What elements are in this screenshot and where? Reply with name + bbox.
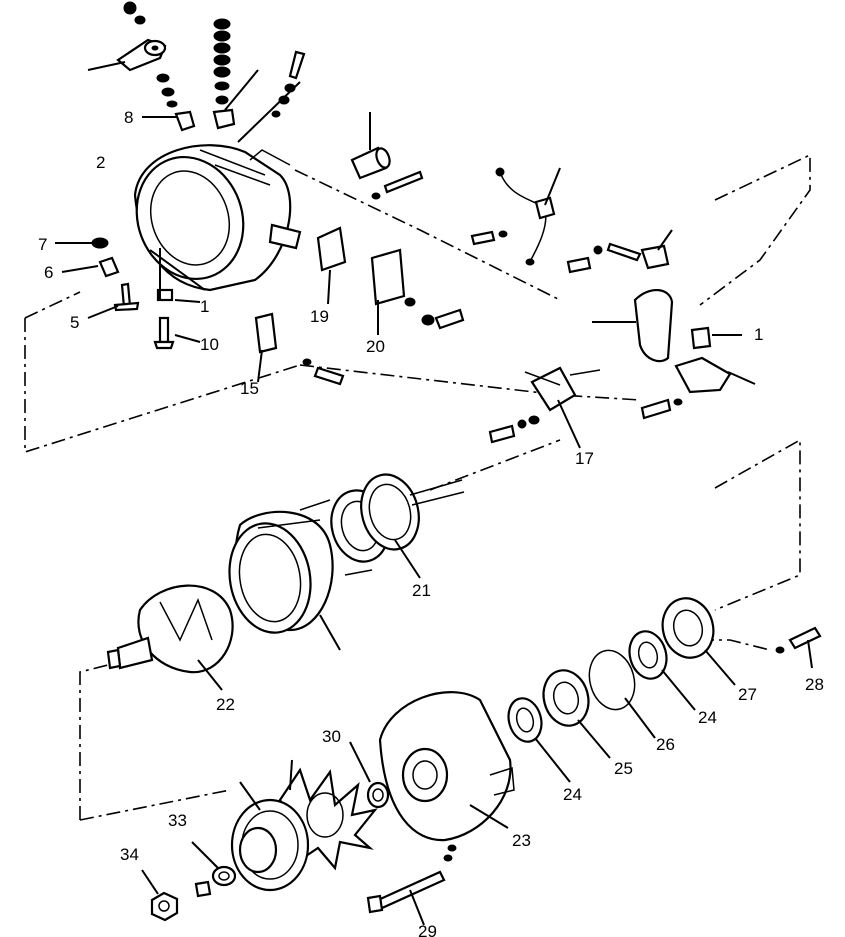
label-1: 1 [754,325,763,344]
part-28-screw [775,626,822,669]
label-2: 2 [96,153,105,172]
label-6: 6 [44,263,53,282]
label-24-lower: 24 [563,785,582,804]
label-34: 34 [120,845,139,864]
part-17-brush-holder [488,366,601,449]
label-20: 20 [366,337,385,356]
part-21-slip-ring [330,473,465,579]
rectifier-plates [592,289,756,420]
terminal-hardware-stack-2 [212,18,259,130]
label-28: 28 [805,675,824,694]
part-19-bracket [316,226,347,305]
capacitor [350,112,424,200]
label-25: 25 [614,759,633,778]
part-30-spacer [349,741,390,809]
terminal-hardware-stack-1 [87,1,196,132]
wire-harness [470,167,673,274]
part-11-spacer [159,248,201,303]
terminal-hardware-stack-3 [237,50,306,143]
label-10: 10 [200,335,219,354]
label-7: 7 [38,235,47,254]
part-23-end-housing [378,691,515,842]
stator [228,499,373,651]
label-19: 19 [310,307,329,326]
part-29-bolt [366,844,457,926]
label-29: 29 [418,922,437,937]
label-26: 26 [656,735,675,754]
label-30: 30 [322,727,341,746]
bearing-stack [507,597,736,783]
label-17: 17 [575,449,594,468]
label-5: 5 [70,313,79,332]
label-8: 8 [124,108,133,127]
callout-labels: 1 2 5 6 7 8 10 1 15 17 19 20 21 22 23 24… [38,108,824,937]
part-22-rotor [106,584,234,691]
label-15: 15 [240,379,259,398]
part-15-terminal [254,312,345,386]
label-23: 23 [512,831,531,850]
label-21: 21 [412,581,431,600]
label-24-upper: 24 [698,708,717,727]
part-33-washer [191,841,237,898]
housing-frame [133,144,302,302]
fasteners-5-6-7 [55,237,140,319]
label-11: 1 [200,297,209,316]
label-27: 27 [738,685,757,704]
pulley [230,781,310,892]
part-34-nut [141,869,179,922]
part-20-plate [370,248,465,335]
label-22: 22 [216,695,235,714]
label-33: 33 [168,811,187,830]
part-10-screw [153,316,201,350]
